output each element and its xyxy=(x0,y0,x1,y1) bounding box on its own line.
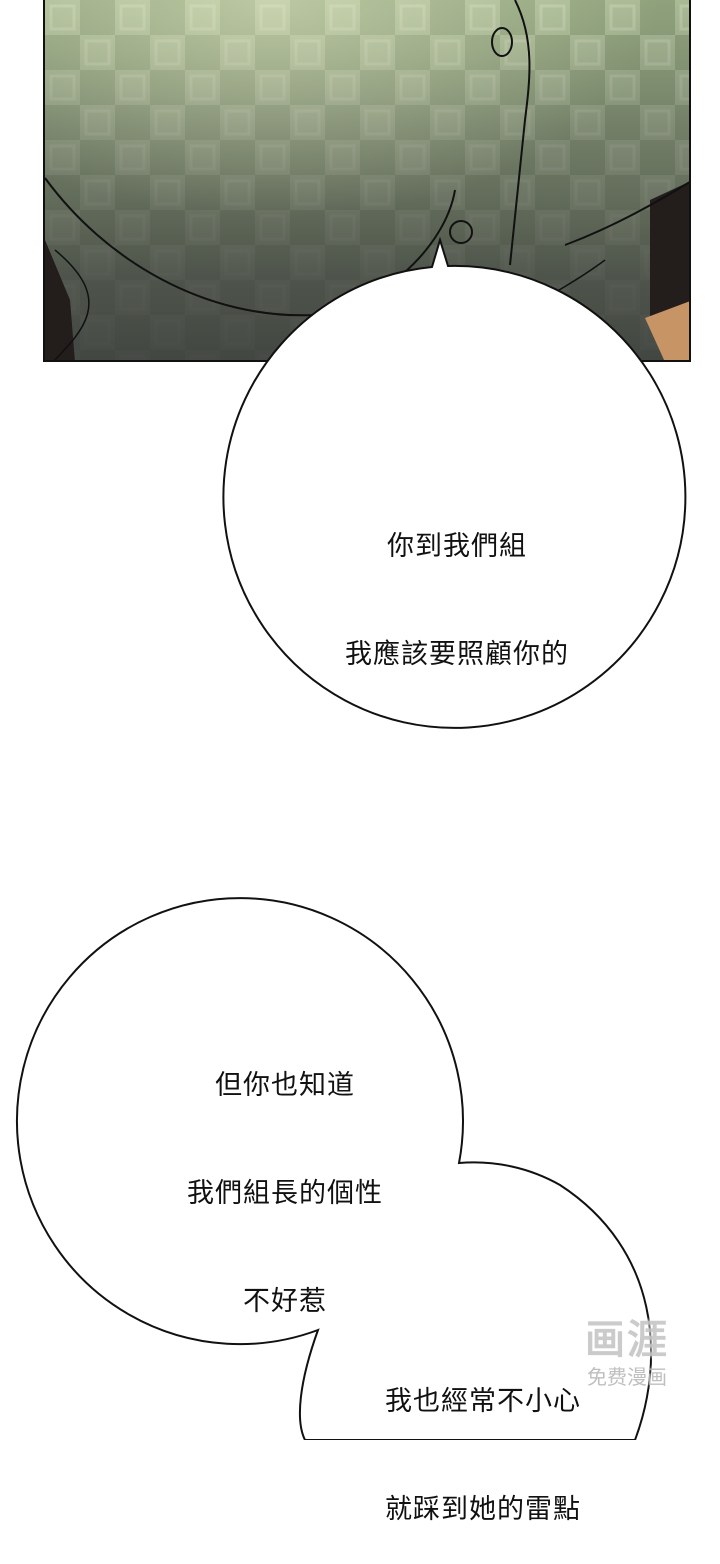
bubble-3-line-1: 我也經常不小心 xyxy=(385,1386,581,1417)
bubble-2-line-3: 不好惹 xyxy=(243,1286,327,1317)
watermark-subtitle: 免费漫画 xyxy=(587,1365,667,1389)
site-watermark: 画涯 免费漫画 xyxy=(562,1316,692,1416)
speech-bubble-1-text: 你到我們組 我應該要照顧你的 xyxy=(320,457,594,709)
speech-bubble-1-outline xyxy=(222,236,687,729)
bubble-3-line-2: 就踩到她的雷點 xyxy=(385,1494,581,1525)
comic-panel-shirt-closeup xyxy=(43,0,691,362)
speech-bubbles-shapes xyxy=(15,236,687,1440)
speech-bubble-2-outline xyxy=(15,897,653,1440)
bubble-2-line-2: 我們組長的個性 xyxy=(187,1178,383,1209)
watermark-logo: 画涯 xyxy=(585,1317,669,1363)
bubble-1-line-1: 你到我們組 xyxy=(387,531,527,562)
panel-artwork xyxy=(45,0,689,360)
bubble-2-line-1: 但你也知道 xyxy=(215,1070,355,1101)
bubble-1-line-2: 我應該要照顧你的 xyxy=(345,639,569,670)
speech-bubble-2-text: 但你也知道 我們組長的個性 不好惹 xyxy=(150,996,420,1356)
